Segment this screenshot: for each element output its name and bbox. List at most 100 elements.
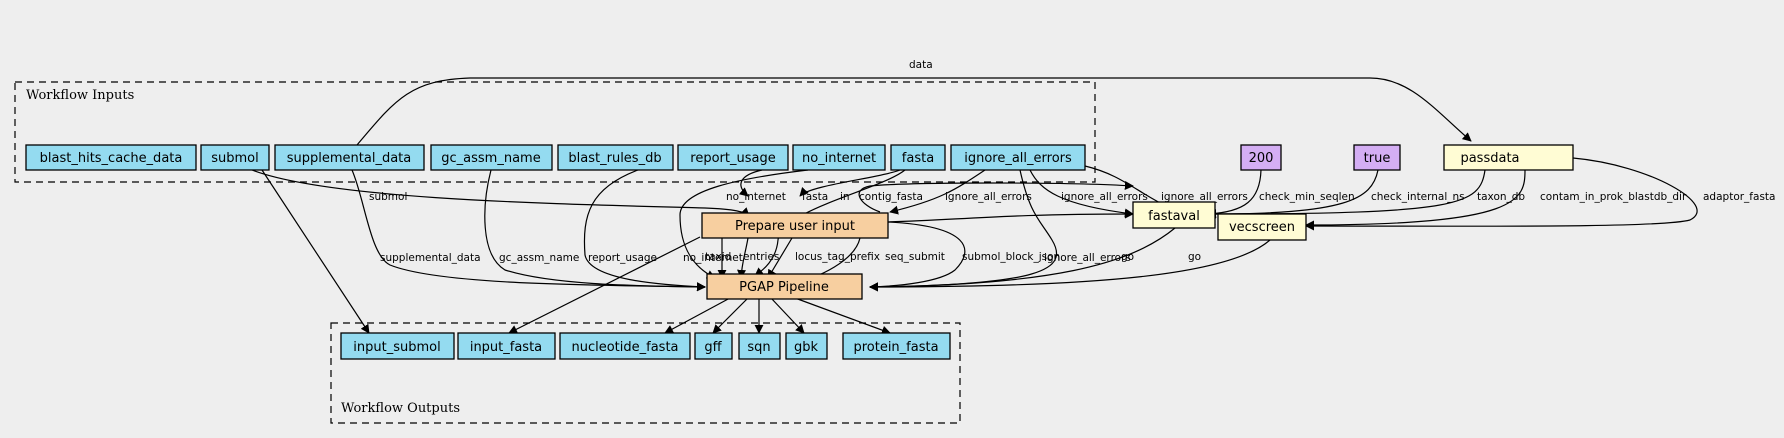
- output-protein-fasta[interactable]: protein_fasta: [842, 332, 951, 360]
- edge-label-submol-block-json: submol_block_json: [962, 251, 1060, 263]
- output-nodes: input_submol input_fasta nucleotide_fast…: [340, 332, 951, 360]
- edge-pgap-protein: [794, 297, 891, 335]
- workflow-outputs-cluster: Workflow Outputs: [330, 322, 961, 424]
- input-blast-rules-db[interactable]: blast_rules_db: [557, 144, 674, 171]
- step-nodes: Prepare user input PGAP Pipeline: [701, 212, 889, 300]
- svg-text:PGAP Pipeline: PGAP Pipeline: [739, 280, 829, 295]
- edge-pgap-nucleotide: [664, 297, 731, 334]
- svg-text:passdata: passdata: [1460, 151, 1519, 166]
- edge-prep-fastaval-contig: [884, 209, 1134, 223]
- edge-label-ignore-vecscreen: ignore_all_errors: [1161, 191, 1248, 203]
- svg-text:nucleotide_fasta: nucleotide_fasta: [571, 340, 678, 355]
- edge-vecscreen-pgap: [869, 239, 1271, 292]
- edge-label-ignore-prep: ignore_all_errors: [945, 191, 1032, 203]
- edge-label-check-internal-ns: check_internal_ns: [1371, 191, 1465, 203]
- edge-label-no-internet-prep: no_internet: [726, 191, 786, 203]
- node-vecscreen[interactable]: vecscreen: [1217, 213, 1307, 241]
- edge-label-contig-fasta: contig_fasta: [859, 191, 923, 203]
- output-sqn[interactable]: sqn: [738, 332, 781, 360]
- input-gc-assm-name[interactable]: gc_assm_name: [430, 144, 553, 171]
- edge-label-taxon-db: taxon_db: [1477, 191, 1525, 203]
- svg-text:report_usage: report_usage: [690, 151, 775, 166]
- edge-label-gc-assm-name: gc_assm_name: [499, 252, 579, 264]
- step-pgap-pipeline[interactable]: PGAP Pipeline: [706, 273, 863, 300]
- svg-text:true: true: [1364, 151, 1391, 166]
- svg-text:gff: gff: [704, 340, 722, 355]
- workflow-outputs-title: Workflow Outputs: [341, 401, 460, 416]
- output-nucleotide-fasta[interactable]: nucleotide_fasta: [559, 332, 691, 360]
- output-gbk[interactable]: gbk: [785, 332, 828, 360]
- edge-prep-pgap-submol-block: [869, 221, 966, 292]
- output-input-fasta[interactable]: input_fasta: [457, 332, 556, 360]
- constant-200[interactable]: 200: [1240, 144, 1282, 171]
- svg-text:gc_assm_name: gc_assm_name: [441, 151, 540, 166]
- input-supplemental-data[interactable]: supplemental_data: [274, 144, 425, 171]
- edge-prep-pgap-locus: [767, 237, 793, 279]
- constant-nodes: 200 true: [1240, 144, 1401, 171]
- input-nodes: blast_hits_cache_data submol supplementa…: [25, 144, 1086, 171]
- edge-report-usage-pgap: [583, 169, 706, 292]
- svg-text:Prepare user input: Prepare user input: [735, 219, 855, 234]
- edge-pgap-gff: [712, 297, 749, 334]
- edge-passdata-vecscreen-contam: [1305, 169, 1526, 230]
- edge-ignore-fastaval: [1029, 169, 1134, 218]
- edge-label-submol: submol: [369, 191, 407, 203]
- edge-fasta-prep: [799, 169, 901, 197]
- constant-true[interactable]: true: [1353, 144, 1401, 171]
- output-input-submol[interactable]: input_submol: [340, 332, 455, 360]
- svg-text:blast_rules_db: blast_rules_db: [568, 151, 661, 166]
- edge-supplemental-pgap: [351, 169, 706, 292]
- input-submol[interactable]: submol: [200, 144, 270, 171]
- edge-label-contam: contam_in_prok_blastdb_dir: [1540, 191, 1687, 203]
- workflow-inputs-cluster: Workflow Inputs: [14, 81, 1096, 183]
- edge-label-data: data: [909, 59, 933, 71]
- input-ignore-all-errors[interactable]: ignore_all_errors: [950, 144, 1086, 171]
- svg-text:200: 200: [1249, 151, 1274, 166]
- edge-submol-input-submol: [261, 169, 370, 334]
- edge-label-fasta: fasta: [802, 191, 828, 203]
- edge-data: [356, 77, 1472, 146]
- edge-label-report-usage: report_usage: [588, 252, 657, 264]
- edge-label-go-vecscreen: go: [1188, 251, 1201, 263]
- edge-label-ignore-pgap: ignore_all_errors: [1044, 252, 1131, 264]
- edge-label-seq-submit: seq_submit: [885, 251, 945, 263]
- edge-label-in: in: [840, 191, 850, 203]
- svg-text:fastaval: fastaval: [1148, 209, 1200, 224]
- edge-labels: data submol supplemental_data gc_assm_na…: [369, 59, 1775, 264]
- edge-label-entries: entries: [743, 251, 779, 263]
- edge-prep-input-fasta: [508, 236, 701, 334]
- output-gff[interactable]: gff: [694, 332, 733, 360]
- node-fastaval[interactable]: fastaval: [1132, 201, 1216, 229]
- input-blast-hits-cache-data[interactable]: blast_hits_cache_data: [25, 144, 197, 171]
- svg-text:no_internet: no_internet: [802, 151, 876, 166]
- edge-label-no-internet-pgap: no_internet: [683, 252, 743, 264]
- input-no-internet[interactable]: no_internet: [792, 144, 886, 171]
- svg-text:supplemental_data: supplemental_data: [287, 151, 411, 166]
- svg-text:fasta: fasta: [902, 151, 934, 166]
- helper-nodes: passdata fastaval vecscreen: [1132, 144, 1574, 241]
- edge-label-ignore-fastaval: ignore_all_errors: [1061, 191, 1148, 203]
- edge-200-fastaval: [1207, 169, 1262, 219]
- svg-text:input_fasta: input_fasta: [470, 340, 542, 355]
- edge-fastaval-pgap: [869, 227, 1176, 292]
- edge-label-supplemental-data: supplemental_data: [380, 252, 481, 264]
- node-passdata[interactable]: passdata: [1443, 144, 1574, 171]
- svg-text:gbk: gbk: [794, 340, 819, 355]
- edge-pgap-gbk: [770, 297, 805, 334]
- edge-label-go-fastaval: go: [1121, 251, 1134, 263]
- step-prepare-user-input[interactable]: Prepare user input: [701, 212, 889, 239]
- edge-prep-fastaval-in: [858, 180, 1134, 213]
- edge-ignore-prep: [889, 169, 986, 215]
- edge-submol-prep: [251, 169, 750, 217]
- edge-no-internet-pgap: [679, 169, 809, 279]
- svg-text:sqn: sqn: [747, 340, 770, 355]
- svg-text:input_submol: input_submol: [353, 340, 440, 355]
- edge-label-taxid: taxid: [705, 251, 731, 263]
- input-report-usage[interactable]: report_usage: [677, 144, 789, 171]
- svg-text:ignore_all_errors: ignore_all_errors: [964, 151, 1072, 166]
- edge-ignore-pgap: [869, 169, 1058, 292]
- edge-label-adaptor: adaptor_fasta: [1703, 191, 1775, 203]
- edge-label-locus-tag-prefix: locus_tag_prefix: [795, 251, 880, 263]
- input-fasta[interactable]: fasta: [890, 144, 946, 171]
